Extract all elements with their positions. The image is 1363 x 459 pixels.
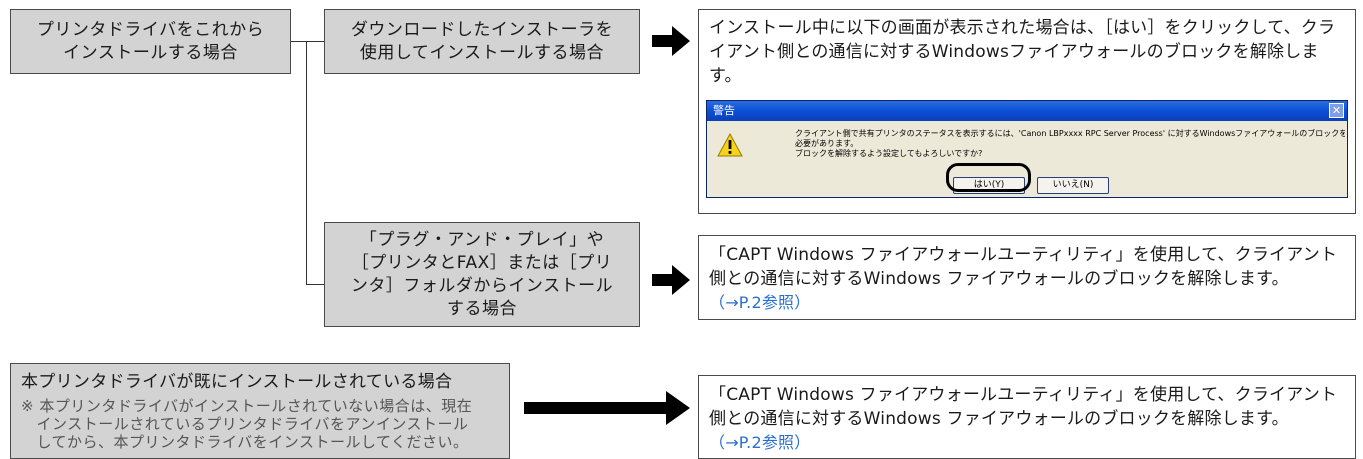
dialog-message-line: 必要があります。 — [795, 139, 859, 148]
yes-button-highlight — [946, 163, 1031, 192]
no-button[interactable]: いいえ(N) — [1037, 177, 1109, 194]
utility-result-box-2: 「CAPT Windows ファイアウォールユーティリティ」を使用して、クライア… — [698, 375, 1356, 459]
warning-icon — [717, 133, 743, 157]
arrow-right-icon — [652, 26, 690, 56]
already-installed-note: ※ 本プリンタドライバがインストールされていない場合は、現在 インストールされて… — [21, 397, 473, 451]
long-arrow-right-icon — [524, 391, 690, 425]
install-new-label: プリンタドライバをこれから インストールする場合 — [36, 19, 265, 63]
plug-and-play-label: 「プラグ・アンド・プレイ」や ［プリンタとFAX］または［プリ ンタ］フォルダか… — [350, 229, 614, 319]
dialog-title-bar: 警告 ✕ — [707, 101, 1347, 121]
utility-result-text-1: 「CAPT Windows ファイアウォールユーティリティ」を使用して、クライア… — [709, 245, 1338, 289]
installer-result-text: インストール中に以下の画面が表示された場合は、［はい］をクリックして、クライアン… — [709, 18, 1336, 86]
already-installed-title: 本プリンタドライバが既にインストールされている場合 — [21, 372, 453, 392]
dialog-close-icon[interactable]: ✕ — [1329, 103, 1344, 118]
dialog-message-line: クライアント側で共有プリンタのステータスを表示するには、'Canon LBPxx… — [795, 129, 1345, 138]
utility-result-box-1: 「CAPT Windows ファイアウォールユーティリティ」を使用して、クライア… — [698, 235, 1356, 320]
page-reference-link[interactable]: （→P.2参照） — [709, 433, 811, 452]
connector-v — [306, 41, 307, 285]
utility-result-text-2: 「CAPT Windows ファイアウォールユーティリティ」を使用して、クライア… — [709, 385, 1338, 429]
dialog-message: クライアント側で共有プリンタのステータスを表示するには、'Canon LBPxx… — [795, 129, 1345, 159]
page-reference-link[interactable]: （→P.2参照） — [709, 293, 811, 312]
connector-h-top — [291, 41, 324, 42]
dialog-message-line: ブロックを解除するよう設定してもよろしいですか? — [795, 149, 983, 158]
arrow-right-icon — [652, 265, 690, 295]
dialog-body: クライアント側で共有プリンタのステータスを表示するには、'Canon LBPxx… — [707, 121, 1347, 197]
install-new-box: プリンタドライバをこれから インストールする場合 — [10, 9, 291, 74]
already-installed-box: 本プリンタドライバが既にインストールされている場合 ※ 本プリンタドライバがイン… — [10, 363, 510, 459]
dialog-title: 警告 — [713, 104, 735, 117]
use-installer-label: ダウンロードしたインストーラを 使用してインストールする場合 — [350, 19, 614, 63]
plug-and-play-box: 「プラグ・アンド・プレイ」や ［プリンタとFAX］または［プリ ンタ］フォルダか… — [324, 222, 640, 327]
use-installer-box: ダウンロードしたインストーラを 使用してインストールする場合 — [324, 9, 640, 74]
connector-h-bottom — [306, 284, 324, 285]
